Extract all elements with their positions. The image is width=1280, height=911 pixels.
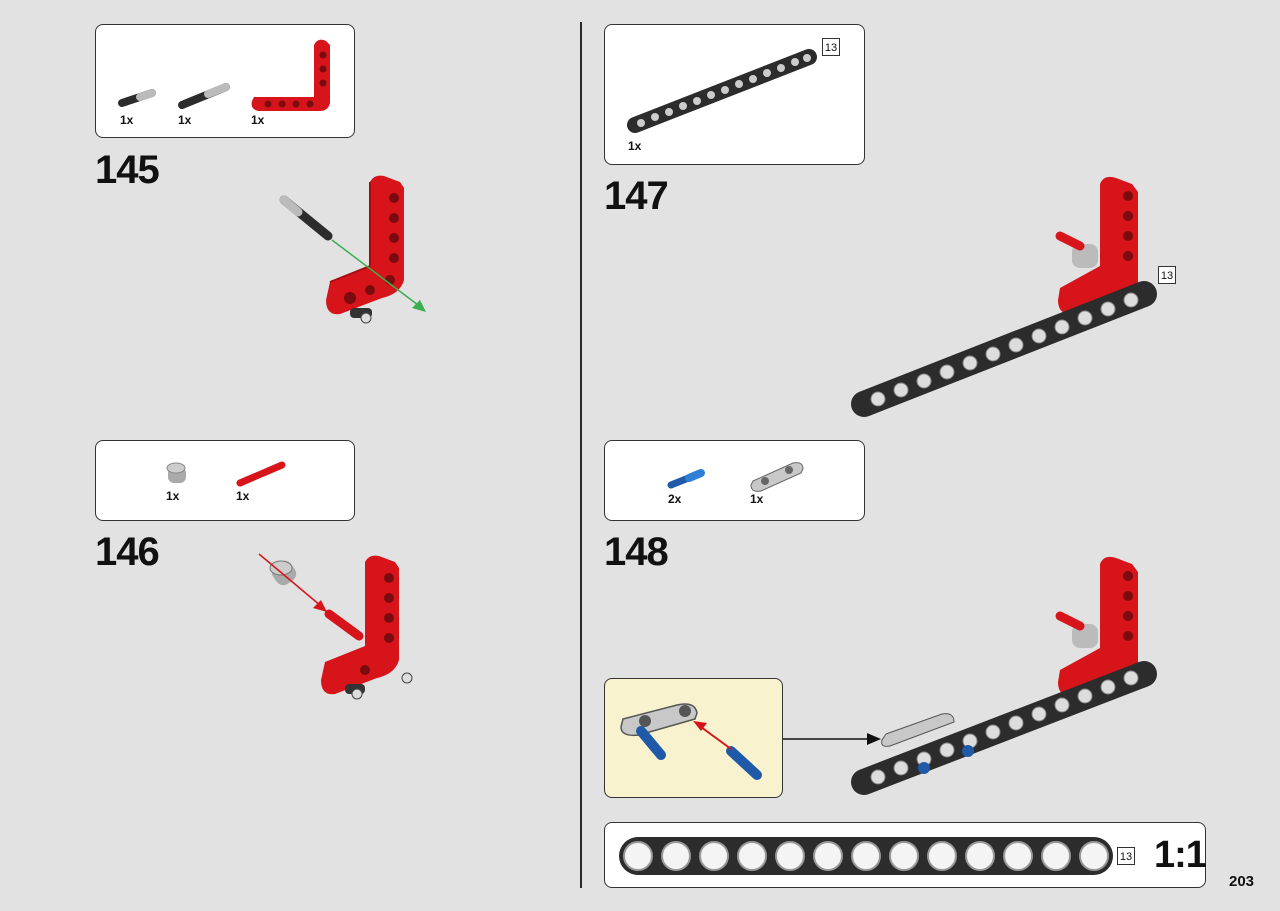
step-number: 146 (95, 530, 160, 574)
step-148-parts-box: 2x 1x (604, 440, 865, 521)
ruler-hole (1079, 841, 1109, 871)
part-qty: 1x (178, 113, 192, 127)
callout-pointer-arrow (783, 733, 881, 745)
beam-length-tag: 13 (1158, 266, 1176, 284)
beam-length-tag: 13 (822, 38, 840, 56)
bush-icon (166, 462, 186, 483)
scale-ruler-box: 13 (604, 822, 1206, 888)
ruler-hole (1041, 841, 1071, 871)
part-qty: 1x (236, 489, 250, 503)
ruler-hole (889, 841, 919, 871)
dark-beam-13-icon (627, 49, 817, 133)
part-qty: 1x (750, 492, 764, 506)
parts-list-graphics (667, 462, 804, 492)
red-axle-pin-icon (236, 461, 286, 487)
ruler-hole (661, 841, 691, 871)
parts-list-graphics (166, 461, 286, 487)
ruler-hole (927, 841, 957, 871)
callout-graphics (620, 703, 762, 780)
step-145-assembly (279, 175, 426, 324)
blue-pin-icon (667, 469, 705, 489)
axle-pin-icon (118, 89, 156, 107)
step-147-parts-box: 13 1x (604, 24, 865, 165)
ruler-hole (1003, 841, 1033, 871)
ruler-hole (775, 841, 805, 871)
sub-assembly-callout (604, 678, 783, 798)
step-148-assembly (851, 556, 1157, 795)
step-146-parts-box: 1x 1x (95, 440, 355, 521)
part-qty: 1x (628, 139, 642, 153)
ruler-beam (619, 837, 1113, 875)
ruler-hole (965, 841, 995, 871)
ruler-hole (623, 841, 653, 871)
parts-list-graphics (627, 49, 817, 133)
part-qty: 2x (668, 492, 682, 506)
page-number: 203 (1229, 873, 1255, 890)
beam-length-tag: 13 (1117, 847, 1135, 865)
step-number: 148 (604, 530, 669, 574)
page-divider (580, 22, 582, 888)
long-pin-icon (178, 83, 230, 109)
ruler-hole (699, 841, 729, 871)
gray-connector-icon (750, 462, 804, 492)
step-146-assembly (258, 553, 413, 700)
ruler-hole (737, 841, 767, 871)
step-number: 147 (604, 174, 669, 218)
ruler-hole (851, 841, 881, 871)
red-l-beam-icon (251, 39, 330, 111)
ruler-hole (813, 841, 843, 871)
step-number: 145 (95, 148, 160, 192)
step-145-parts-box: 1x 1x 1x (95, 24, 355, 138)
part-qty: 1x (251, 113, 265, 127)
scale-label: 1:1 (1154, 834, 1207, 876)
part-qty: 1x (166, 489, 180, 503)
parts-list-graphics (118, 39, 330, 111)
part-qty: 1x (120, 113, 134, 127)
step-147-assembly (851, 176, 1157, 417)
